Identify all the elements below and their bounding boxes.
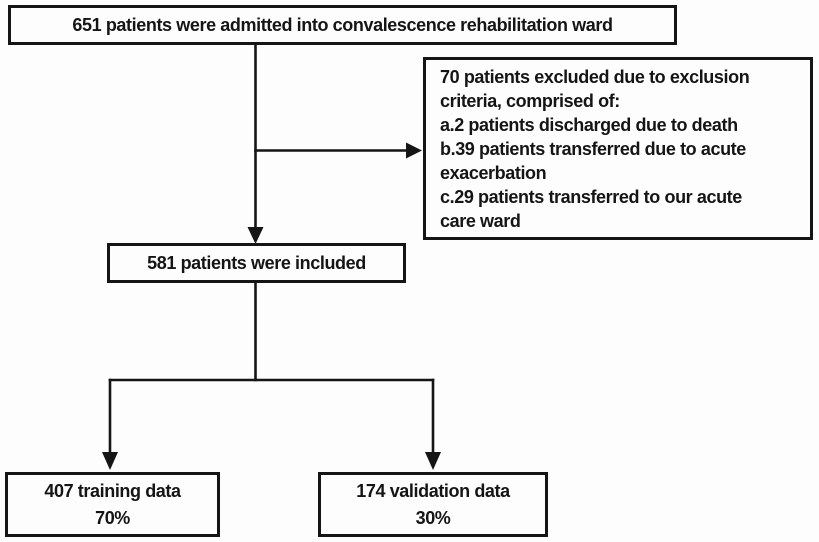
- node-validation: 174 validation data 30%: [318, 472, 548, 537]
- arrowhead-down-validation-icon: [425, 452, 441, 470]
- arrowhead-down-training-icon: [102, 452, 118, 470]
- node-validation-label: 174 validation data 30%: [356, 480, 510, 528]
- node-admitted-label: 651 patients were admitted into convales…: [72, 14, 613, 35]
- node-included-label: 581 patients were included: [147, 252, 366, 273]
- node-training-label: 407 training data 70%: [44, 480, 181, 528]
- arrowhead-down-included-icon: [247, 227, 264, 244]
- node-included: 581 patients were included: [107, 243, 406, 283]
- arrowhead-right-excluded-icon: [406, 142, 422, 159]
- node-admitted: 651 patients were admitted into convales…: [8, 5, 677, 45]
- node-excluded: 70 patients excluded due to exclusion cr…: [423, 57, 813, 240]
- node-excluded-label: 70 patients excluded due to exclusion cr…: [440, 67, 750, 231]
- node-training: 407 training data 70%: [5, 472, 220, 537]
